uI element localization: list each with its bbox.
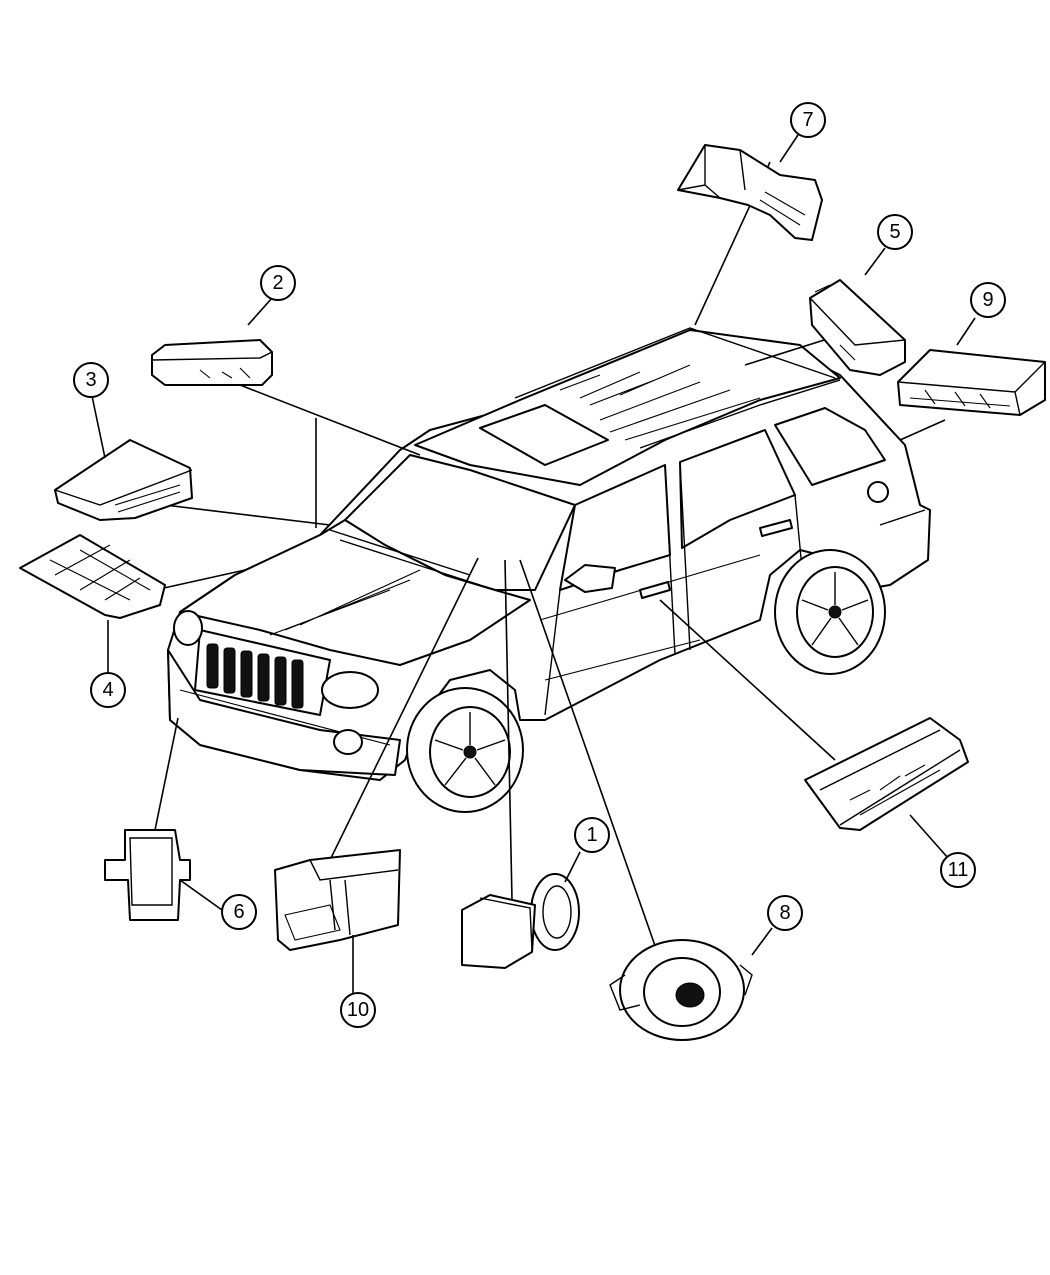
- callout-7-label: 7: [802, 109, 813, 131]
- part-9-module: [897, 317, 1046, 416]
- callout-6-label: 6: [233, 901, 244, 923]
- part-10-module: [274, 849, 401, 995]
- callout-4-label: 4: [102, 679, 113, 701]
- callout-3-label: 3: [85, 369, 96, 391]
- part-2-module: [151, 297, 273, 386]
- callout-5: 5: [877, 214, 913, 250]
- callout-3: 3: [73, 362, 109, 398]
- vehicle-illustration: [167, 327, 931, 813]
- callout-9: 9: [970, 282, 1006, 318]
- callout-1-label: 1: [586, 824, 597, 846]
- callout-8: 8: [767, 895, 803, 931]
- callout-2: 2: [260, 265, 296, 301]
- part-6-sensor: [104, 829, 223, 921]
- part-11-module: [804, 717, 969, 859]
- front-wheel: [406, 687, 524, 813]
- part-8-steering-sensor: [609, 927, 773, 1041]
- rear-wheel: [774, 549, 886, 675]
- callout-7: 7: [790, 102, 826, 138]
- callout-9-label: 9: [982, 289, 993, 311]
- callout-2-label: 2: [272, 272, 283, 294]
- callout-8-label: 8: [779, 902, 790, 924]
- callout-10-label: 10: [347, 999, 369, 1021]
- callout-4: 4: [90, 672, 126, 708]
- part-7-bracket-module: [677, 134, 823, 241]
- part-4-bracket: [19, 534, 166, 672]
- callout-11-label: 11: [948, 859, 969, 881]
- callout-5-label: 5: [889, 221, 900, 243]
- part-5-module: [809, 247, 906, 376]
- callout-1: 1: [574, 817, 610, 853]
- callout-6: 6: [221, 894, 257, 930]
- callout-10: 10: [340, 992, 376, 1028]
- part-1-clockspring-antenna: [461, 851, 581, 969]
- callout-11: 11: [940, 852, 976, 888]
- part-3-module: [54, 395, 193, 521]
